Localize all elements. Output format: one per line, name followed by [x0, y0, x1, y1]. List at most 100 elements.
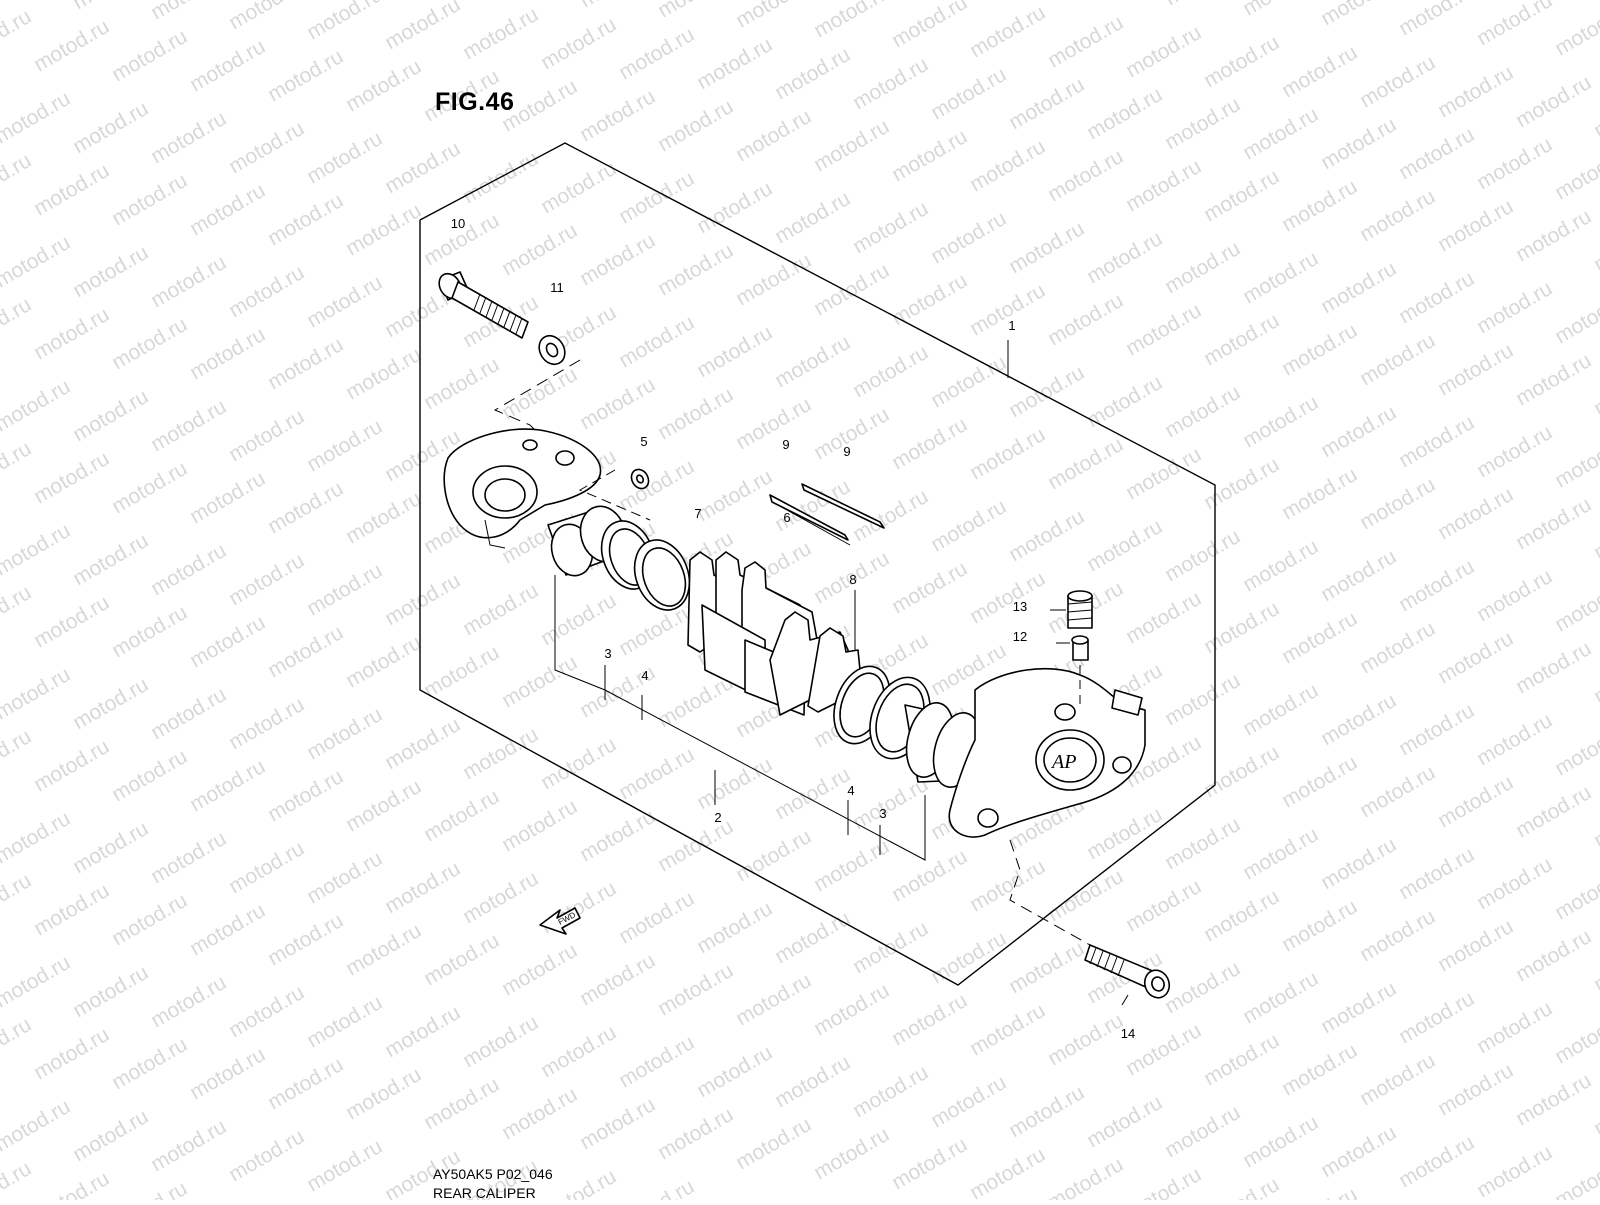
watermark-text: motod.ru: [264, 765, 347, 826]
figure-title: FIG.46: [435, 88, 514, 117]
watermark-text: motod.ru: [0, 375, 74, 436]
watermark-text: motod.ru: [264, 189, 347, 250]
bleeder-cap-part: [1068, 591, 1092, 628]
callout-4b: 4: [847, 783, 854, 798]
watermark-text: motod.ru: [1161, 93, 1244, 154]
watermark-text: motod.ru: [1473, 133, 1556, 194]
watermark-text: motod.ru: [927, 207, 1010, 268]
watermark-text: motod.ru: [732, 825, 815, 886]
watermark-text: motod.ru: [810, 0, 893, 42]
watermark-text: motod.ru: [498, 1083, 581, 1144]
watermark-text: motod.ru: [1395, 1131, 1478, 1192]
watermark-text: motod.ru: [1356, 1049, 1439, 1110]
watermark-text: motod.ru: [615, 311, 698, 372]
watermark-text: motod.ru: [1083, 227, 1166, 288]
watermark-text: motod.ru: [147, 251, 230, 312]
watermark-text: motod.ru: [1395, 0, 1478, 40]
watermark-text: motod.ru: [1200, 1029, 1283, 1090]
watermark-text: motod.ru: [381, 0, 464, 54]
watermark-text: motod.ru: [537, 589, 620, 650]
bleeder-screw-part: [1072, 636, 1088, 660]
watermark-text: motod.ru: [264, 477, 347, 538]
watermark-text: motod.ru: [1044, 145, 1127, 206]
watermark-text: motod.ru: [1200, 309, 1283, 370]
watermark-text: motod.ru: [1122, 587, 1205, 648]
callout-11: 11: [550, 280, 564, 295]
callout-9b: 9: [843, 444, 850, 459]
watermark-text: motod.ru: [1200, 1173, 1283, 1200]
watermark-text: motod.ru: [30, 15, 113, 76]
watermark-text: motod.ru: [1161, 0, 1244, 10]
watermark-text: motod.ru: [264, 1053, 347, 1114]
watermark-text: motod.ru: [1122, 299, 1205, 360]
watermark-text: motod.ru: [303, 991, 386, 1052]
watermark-text: motod.ru: [693, 897, 776, 958]
watermark-text: motod.ru: [693, 465, 776, 526]
watermark-text: motod.ru: [147, 683, 230, 744]
watermark-text: motod.ru: [1434, 1059, 1517, 1120]
watermark-text: motod.ru: [1317, 401, 1400, 462]
watermark-text: motod.ru: [108, 889, 191, 950]
watermark-text: motod.ru: [1044, 1009, 1127, 1070]
watermark-text: motod.ru: [147, 827, 230, 888]
watermark-text: motod.ru: [108, 1033, 191, 1094]
watermark-text: motod.ru: [693, 321, 776, 382]
watermark-text: motod.ru: [69, 529, 152, 590]
watermark-text: motod.ru: [1083, 1091, 1166, 1152]
watermark-text: motod.ru: [69, 817, 152, 878]
watermark-text: motod.ru: [810, 1123, 893, 1184]
watermark-text: motod.ru: [966, 423, 1049, 484]
watermark-text: motod.ru: [615, 455, 698, 516]
watermark-text: motod.ru: [1317, 977, 1400, 1038]
watermark-text: motod.ru: [771, 331, 854, 392]
watermark-text: motod.ru: [0, 519, 74, 580]
watermark-text: motod.ru: [1200, 597, 1283, 658]
watermark-text: motod.ru: [186, 611, 269, 672]
watermark-text: motod.ru: [1356, 51, 1439, 112]
watermark-text: motod.ru: [303, 559, 386, 620]
watermark-text: motod.ru: [1278, 175, 1361, 236]
watermark-text: motod.ru: [1551, 863, 1600, 924]
callout-4a: 4: [641, 668, 648, 683]
watermark-text: motod.ru: [0, 663, 74, 724]
watermark-text: motod.ru: [1005, 1081, 1088, 1142]
watermark-text: motod.ru: [1551, 287, 1600, 348]
watermark-text: motod.ru: [1473, 997, 1556, 1058]
watermark-text: motod.ru: [108, 169, 191, 230]
watermark-text: motod.ru: [1044, 865, 1127, 926]
watermark-text: motod.ru: [108, 745, 191, 806]
watermark-text: motod.ru: [1473, 709, 1556, 770]
watermark-text: motod.ru: [654, 0, 737, 22]
watermark-text: motod.ru: [693, 33, 776, 94]
watermark-text: motod.ru: [225, 693, 308, 754]
callout-1: 1: [1008, 318, 1015, 333]
watermark-text: motod.ru: [1200, 31, 1283, 92]
watermark-text: motod.ru: [1122, 21, 1205, 82]
watermark-text: motod.ru: [966, 1143, 1049, 1200]
watermark-text: motod.ru: [849, 197, 932, 258]
watermark-text: motod.ru: [1512, 71, 1595, 132]
watermark-text: motod.ru: [1278, 1183, 1361, 1200]
watermark-text: motod.ru: [576, 373, 659, 434]
watermark-text: motod.ru: [1005, 505, 1088, 566]
watermark-text: motod.ru: [654, 95, 737, 156]
watermark-text: motod.ru: [810, 403, 893, 464]
watermark-text: motod.ru: [459, 579, 542, 640]
watermark-text: motod.ru: [69, 241, 152, 302]
watermark-text: motod.ru: [342, 55, 425, 116]
watermark-text: motod.ru: [1473, 0, 1556, 50]
watermark-text: motod.ru: [732, 105, 815, 166]
watermark-text: motod.ru: [498, 363, 581, 424]
watermark-text: motod.ru: [1551, 1007, 1600, 1068]
watermark-text: motod.ru: [849, 53, 932, 114]
watermark-text: motod.ru: [693, 177, 776, 238]
callout-12: 12: [1013, 629, 1027, 644]
watermark-text: motod.ru: [342, 1063, 425, 1124]
watermark-text: motod.ru: [498, 651, 581, 712]
watermark-text: motod.ru: [888, 0, 971, 52]
watermark-text: motod.ru: [1551, 0, 1600, 60]
watermark-text: motod.ru: [1239, 967, 1322, 1028]
watermark-text: motod.ru: [1356, 329, 1439, 390]
watermark-text: motod.ru: [576, 0, 659, 12]
